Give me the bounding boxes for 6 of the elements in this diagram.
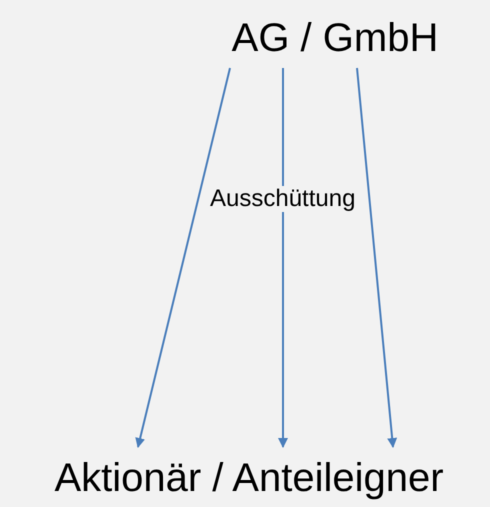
- node-text: Aktionär / Anteileigner: [54, 458, 444, 498]
- node-text: AG / GmbH: [232, 18, 438, 58]
- edge-label: Ausschüttung: [210, 186, 356, 212]
- arrow: [278, 68, 288, 448]
- arrow: [356, 68, 398, 448]
- arrow: [135, 68, 231, 448]
